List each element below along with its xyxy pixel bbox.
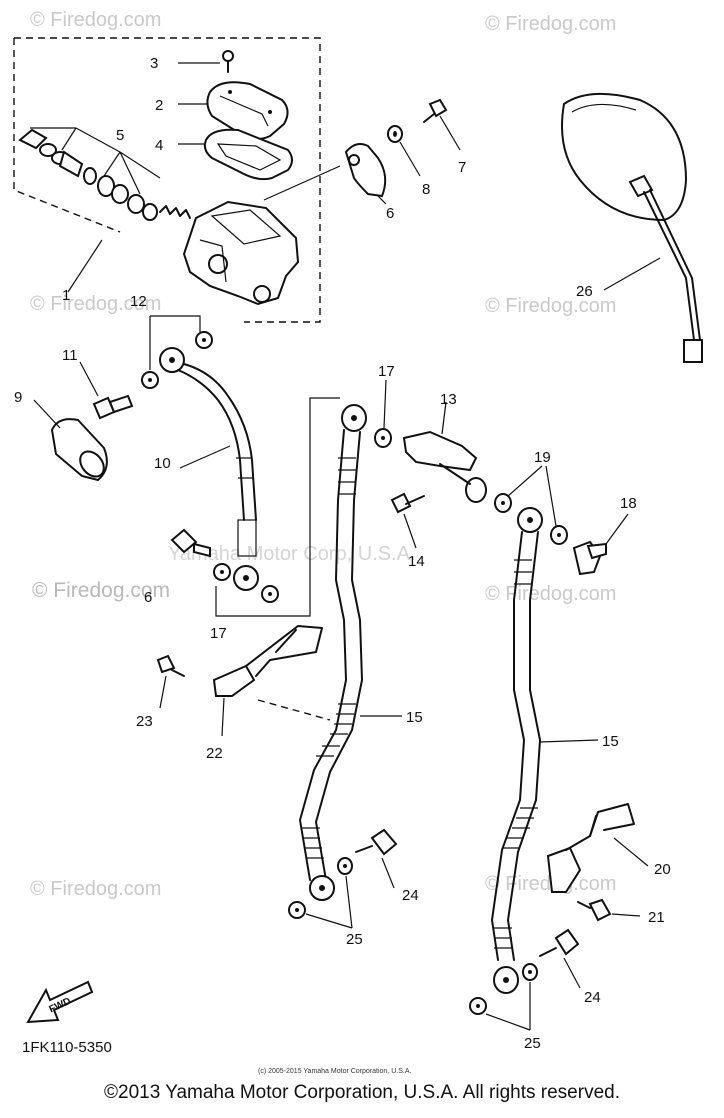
part-label: 17 [378, 363, 395, 380]
union-bolt [355, 828, 398, 889]
part-label: 26 [576, 283, 593, 300]
piston-kit [18, 127, 191, 221]
part-label: 13 [440, 391, 457, 408]
part-label: 4 [155, 137, 163, 154]
part-label: 11 [62, 347, 78, 364]
part-label: 23 [136, 713, 153, 730]
hose-clamp [212, 625, 323, 737]
part-label: 19 [534, 449, 551, 466]
part-label: 10 [154, 455, 171, 472]
copper-washer [469, 963, 538, 1031]
hose-clamp [546, 803, 649, 893]
union-bolt [572, 513, 629, 576]
small-copyright: (c) 2005-2015 Yamaha Motor Corporation, … [258, 1068, 411, 1075]
copper-washer [213, 397, 340, 617]
part-label: 22 [206, 745, 223, 762]
union-bolt [170, 528, 211, 558]
part-label: 6 [386, 205, 394, 222]
part-label: 7 [458, 159, 466, 176]
bolt [577, 898, 641, 922]
diaphragm [178, 128, 293, 181]
watermark-text: © Firedog.com [485, 295, 616, 317]
footer-copyright: ©2013 Yamaha Motor Corporation, U.S.A. A… [104, 1082, 620, 1103]
watermark-text-dark: © Firedog.com [32, 579, 170, 602]
copper-washer [374, 379, 392, 448]
part-label: 21 [648, 909, 665, 926]
watermark-text: © Firedog.com [485, 13, 616, 35]
washer [387, 125, 421, 177]
brake-hose-joint [402, 401, 487, 503]
copper-washer [494, 465, 568, 545]
part-labels: 3 2 4 5 1 6 7 8 26 12 11 9 10 17 13 19 1… [14, 55, 671, 1075]
part-label: 6 [144, 589, 152, 606]
brake-hose-lower [257, 404, 402, 901]
watermark-text: © Firedog.com [30, 878, 161, 900]
part-label: 5 [116, 127, 124, 144]
union-bolt [79, 361, 134, 420]
part-label: 15 [602, 733, 619, 750]
copper-washer [288, 857, 353, 929]
handlebar-holder [263, 143, 387, 205]
washer [141, 315, 213, 389]
bolt [156, 654, 185, 709]
watermark-text: © Firedog.com [30, 293, 161, 315]
part-label: 18 [620, 495, 637, 512]
union-bolt [539, 928, 581, 989]
watermark-text: © Firedog.com [30, 9, 161, 31]
master-cylinder-body [182, 200, 300, 306]
part-label: 25 [346, 931, 363, 948]
part-label: 1 [62, 287, 70, 304]
part-label: 14 [408, 553, 425, 570]
bolt [390, 492, 425, 549]
part-label: 15 [406, 709, 423, 726]
part-label: 17 [210, 625, 227, 642]
rearview-mirror [561, 92, 703, 363]
reservoir-cap [178, 81, 289, 140]
part-label: 20 [654, 861, 671, 878]
part-label: 12 [130, 293, 147, 310]
brake-hose-right [491, 507, 599, 994]
cap-cover [33, 399, 108, 482]
forward-arrow-icon: FWD [26, 980, 94, 1024]
part-label: 24 [584, 989, 601, 1006]
part-label: 24 [402, 887, 419, 904]
master-cylinder-assembly-box [13, 37, 321, 323]
part-label: 9 [14, 389, 22, 406]
watermark-text: © Firedog.com [485, 583, 616, 605]
part-label: 2 [155, 97, 163, 114]
part-label: 8 [422, 181, 430, 198]
bolt [423, 98, 461, 151]
part-label: 3 [150, 55, 158, 72]
screw [178, 50, 234, 73]
part-label: 25 [524, 1035, 541, 1052]
brake-hose-upper [159, 347, 259, 591]
diagram-code: 1FK110-5350 [22, 1039, 112, 1056]
